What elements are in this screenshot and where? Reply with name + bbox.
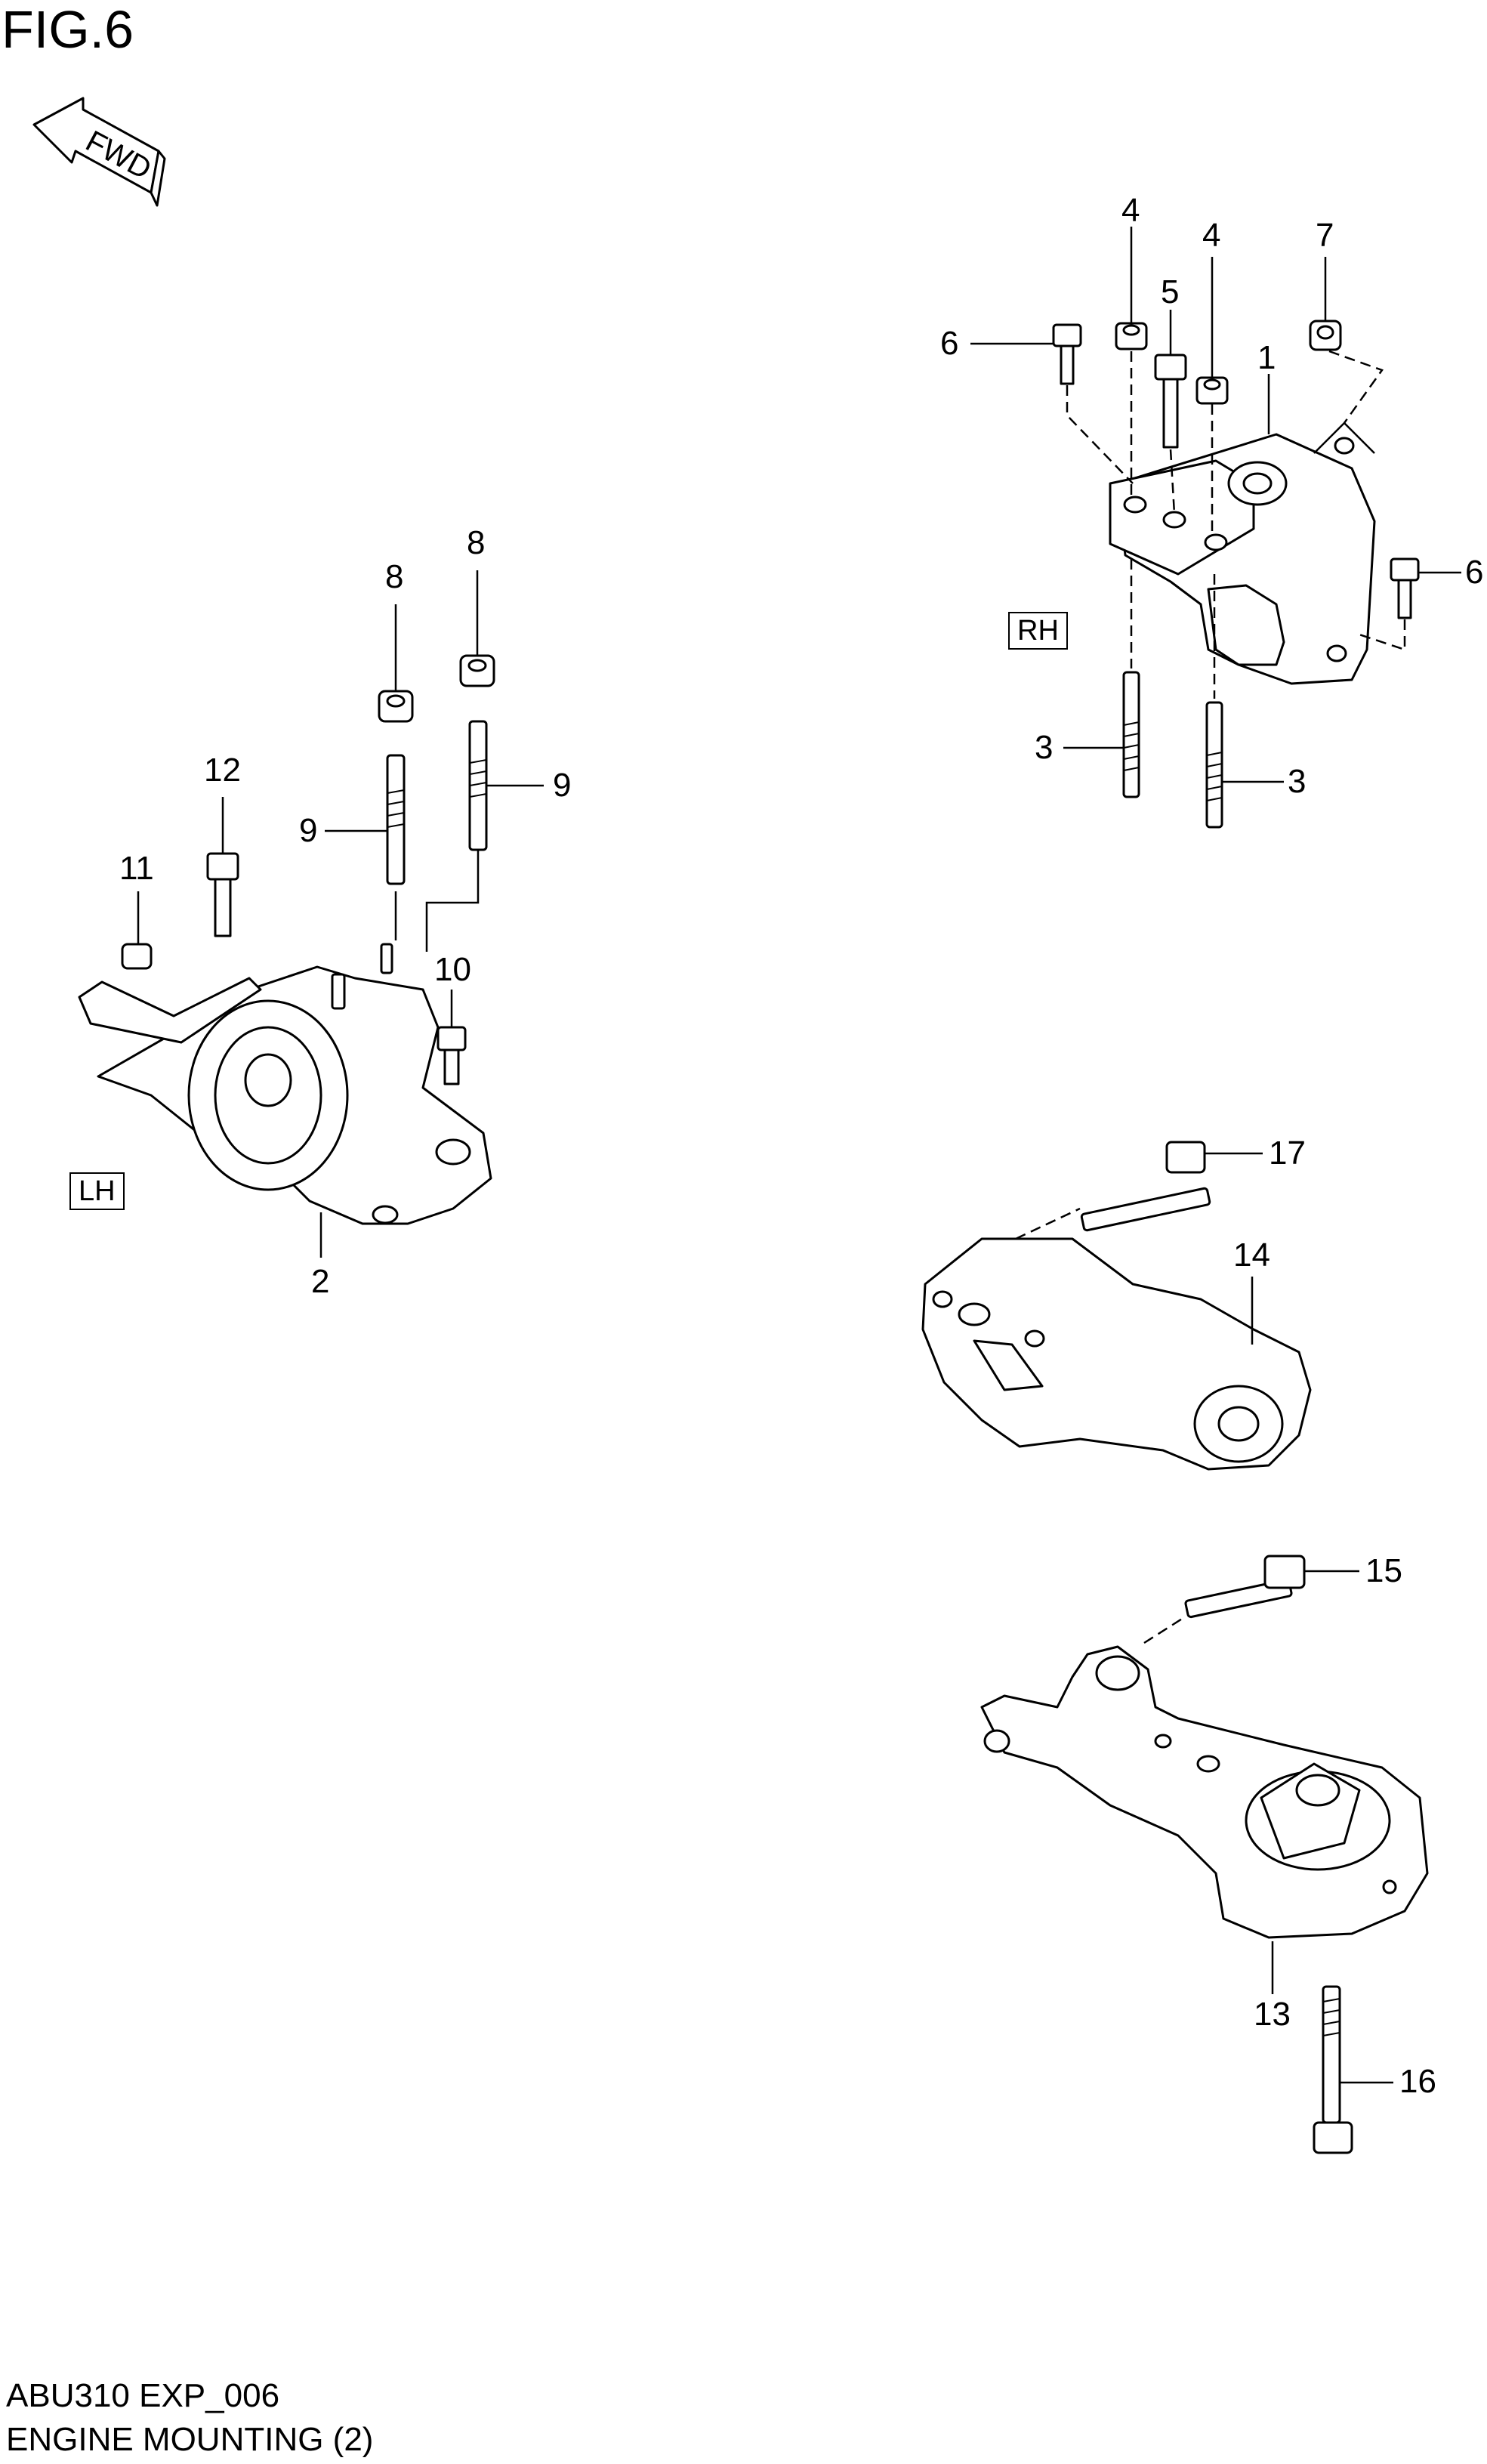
nut-11-icon: [121, 943, 153, 970]
nut-4-left-icon: [1115, 322, 1148, 350]
callout-9-right: 9: [553, 767, 572, 804]
bolt-5-icon: [1154, 354, 1187, 449]
callout-13: 13: [1254, 1996, 1291, 2033]
footer-code: ABU310 EXP_006: [6, 2377, 280, 2414]
callout-8-right: 8: [467, 524, 486, 561]
callout-10: 10: [434, 951, 471, 988]
rh-fasteners: [970, 227, 1461, 829]
nut-7-icon: [1309, 320, 1342, 351]
rh-label: RH: [1008, 612, 1068, 650]
callout-2: 2: [311, 1263, 330, 1300]
lh-engine-mount: [78, 943, 492, 1225]
bolt-6-left-icon: [1052, 323, 1082, 385]
nut-8-right-icon: [459, 654, 495, 687]
rh-engine-mount: [1109, 421, 1376, 685]
lh-fasteners: [121, 570, 544, 1258]
callout-4-right: 4: [1202, 217, 1221, 254]
bolt-16-icon: [1313, 1985, 1353, 2154]
callout-1: 1: [1257, 339, 1276, 376]
figure-title: FIG.6: [2, 0, 134, 59]
callout-11: 11: [119, 850, 154, 887]
bolt-17-icon: [1080, 1141, 1211, 1232]
callout-4-left: 4: [1121, 192, 1140, 229]
callout-6-left: 6: [940, 325, 959, 362]
footer-title: ENGINE MOUNTING (2): [6, 2421, 374, 2458]
callout-5: 5: [1161, 273, 1180, 310]
bolt-12-icon: [206, 852, 239, 937]
bolt-10-icon: [437, 1026, 467, 1085]
stud-9-left-icon: [386, 754, 406, 885]
callout-17: 17: [1269, 1135, 1306, 1172]
bolt-6-right-icon: [1390, 557, 1420, 619]
bolt-15-icon: [1184, 1555, 1306, 1619]
callout-9-left: 9: [299, 812, 318, 849]
callout-6-right: 6: [1465, 554, 1484, 591]
callout-3-left: 3: [1035, 729, 1054, 766]
callout-14: 14: [1233, 1237, 1270, 1274]
callout-15: 15: [1365, 1552, 1402, 1589]
callout-12: 12: [204, 752, 241, 789]
lower-mount-13: [980, 1555, 1429, 2154]
nut-4-right-icon: [1195, 376, 1229, 405]
callout-8-left: 8: [385, 558, 404, 595]
torque-rod-14: [921, 1141, 1312, 1471]
fwd-arrow-icon: FWD: [32, 97, 166, 207]
callout-7: 7: [1316, 217, 1334, 254]
callout-16: 16: [1399, 2063, 1436, 2100]
lh-label: LH: [69, 1172, 125, 1210]
nut-8-left-icon: [378, 690, 414, 723]
callout-3-right: 3: [1288, 763, 1307, 800]
